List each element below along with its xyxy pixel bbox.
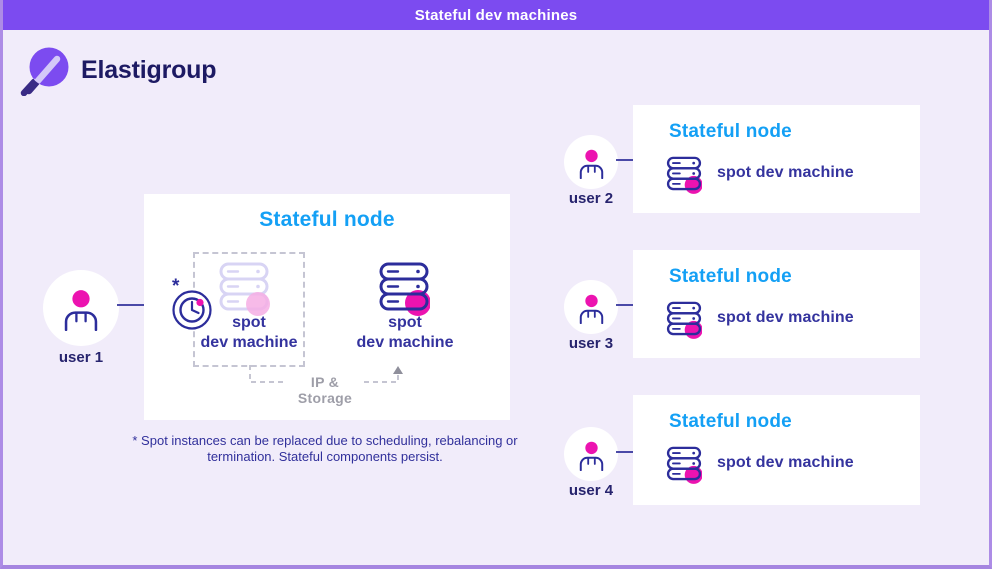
user1-avatar [43,270,119,346]
user4-label: user 4 [568,482,614,499]
user2-label: user 2 [568,190,614,207]
server-stack-icon [378,260,430,316]
title-bar: Stateful dev machines [3,0,989,30]
footnote: * Spot instances can be replaced due to … [132,433,518,464]
person-icon [575,291,608,324]
user1-label: user 1 [58,349,104,366]
stateful-node-card-4: Stateful node spot dev machine [633,395,920,505]
replaced-machine-caption: spot dev machine [200,314,298,351]
person-icon [575,146,608,179]
replacement-asterisk: * [172,276,180,297]
machine-label: spot dev machine [717,309,854,326]
brand-name: Elastigroup [81,55,217,84]
faded-server-stack-icon [218,260,270,316]
page-title: Stateful dev machines [414,6,578,24]
scheduler-clock-icon [170,288,214,332]
node-title: Stateful node [669,266,792,287]
ip-storage-label: IP & Storage [297,374,353,406]
node-title: Stateful node [669,411,792,432]
server-stack-icon [666,155,702,194]
stateful-node-card-2: Stateful node spot dev machine [633,105,920,213]
machine-label: spot dev machine [717,164,854,181]
machine-label: spot dev machine [717,454,854,471]
stateful-node-card-3: Stateful node spot dev machine [633,250,920,358]
person-icon [58,285,104,331]
main-node-title: Stateful node [259,208,395,231]
active-machine-caption: spot dev machine [356,314,454,351]
user3-avatar [564,280,618,334]
brand: Elastigroup [20,44,217,96]
main-stateful-node-card: Stateful node spot [144,194,510,420]
user4-avatar [564,427,618,481]
user2-avatar [564,135,618,189]
elastigroup-logo-icon [20,44,72,96]
ip-storage-connector [246,365,416,395]
server-stack-icon [666,445,702,484]
node-title: Stateful node [669,121,792,142]
user3-label: user 3 [568,335,614,352]
person-icon [575,438,608,471]
server-stack-icon [666,300,702,339]
